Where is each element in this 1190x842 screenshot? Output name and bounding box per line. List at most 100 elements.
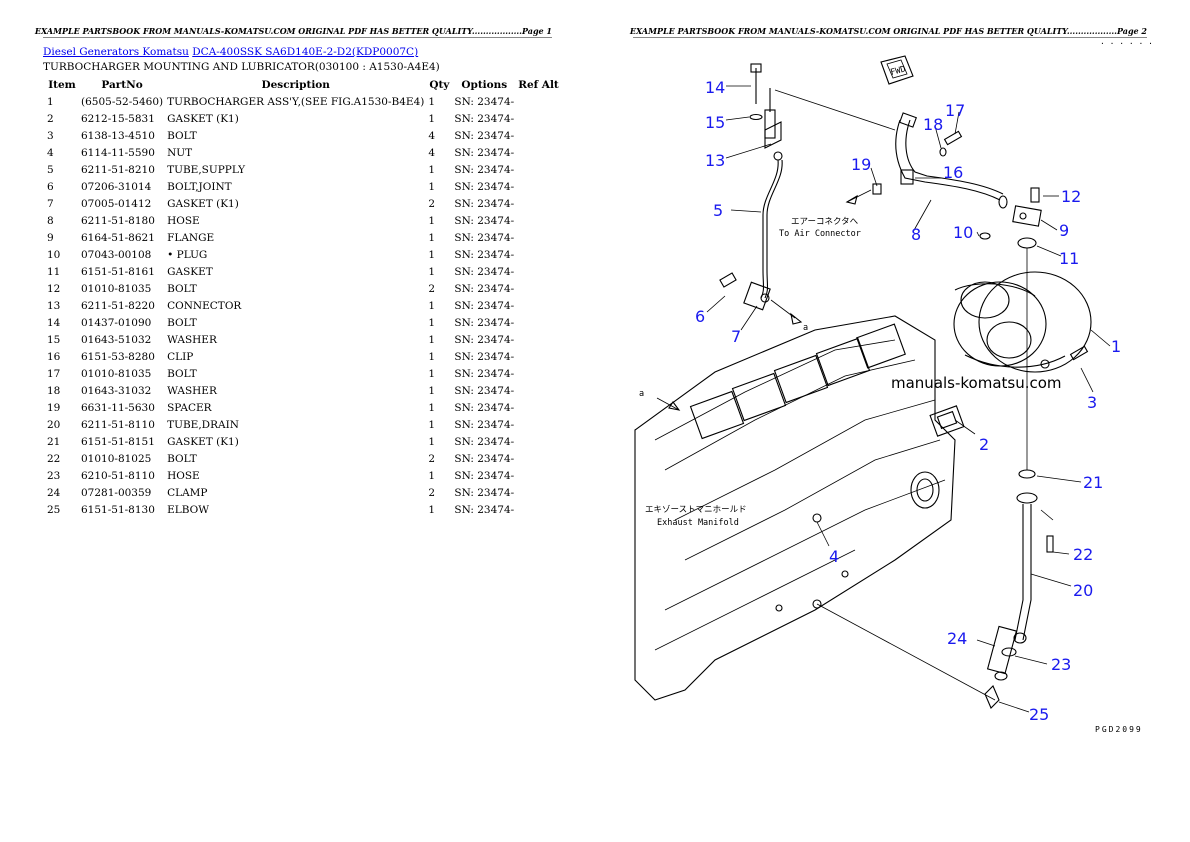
table-header-row: Item PartNo Description Qty Options Ref … bbox=[43, 77, 561, 93]
header-dots: · · · · · · bbox=[1100, 39, 1153, 48]
cell-item: 11 bbox=[47, 265, 61, 278]
callout-18: 18 bbox=[923, 115, 943, 134]
cell-item: 20 bbox=[47, 418, 61, 431]
callout-16: 16 bbox=[943, 163, 963, 182]
cell-options: SN: 23474- bbox=[454, 401, 515, 414]
callout-20: 20 bbox=[1073, 581, 1093, 600]
cell-item: 18 bbox=[47, 384, 61, 397]
exhaust-manifold-jp-label: エキゾーストマニホールド bbox=[645, 505, 747, 515]
cell-qty: 1 bbox=[428, 316, 436, 329]
cell-qty: 2 bbox=[428, 197, 436, 210]
turbocharger bbox=[953, 271, 1111, 373]
cell-options: SN: 23474- bbox=[454, 435, 515, 448]
connector-assembly bbox=[749, 63, 896, 161]
cell-item: 19 bbox=[47, 401, 61, 414]
cell-partno: 6210-51-8110 bbox=[81, 469, 155, 482]
col-item: Item bbox=[48, 79, 76, 91]
callout-5: 5 bbox=[713, 201, 723, 220]
air-connector-en-label: To Air Connector bbox=[779, 229, 861, 239]
cell-partno: 6212-15-5831 bbox=[81, 112, 155, 125]
breadcrumb-link-model[interactable]: DCA-400SSK SA6D140E-2-D2(KDP0007C) bbox=[192, 46, 419, 58]
cell-qty: 1 bbox=[428, 265, 436, 278]
cell-refalt bbox=[516, 263, 561, 280]
cell-item: 21 bbox=[47, 435, 61, 448]
cell-options: SN: 23474- bbox=[454, 248, 515, 261]
cell-description: TUBE,SUPPLY bbox=[167, 163, 246, 176]
section-title: TURBOCHARGER MOUNTING AND LUBRICATOR(030… bbox=[43, 61, 440, 73]
cell-item: 10 bbox=[47, 248, 61, 261]
cell-refalt bbox=[516, 484, 561, 501]
cell-refalt bbox=[516, 297, 561, 314]
cell-qty: 1 bbox=[428, 435, 436, 448]
cell-options: SN: 23474- bbox=[454, 418, 515, 431]
cell-description: HOSE bbox=[167, 214, 200, 227]
cell-partno: 6138-13-4510 bbox=[81, 129, 155, 142]
cell-qty: 1 bbox=[428, 299, 436, 312]
callout-2: 2 bbox=[979, 435, 989, 454]
cell-refalt bbox=[516, 399, 561, 416]
cell-partno: 07281-00359 bbox=[81, 486, 152, 499]
cell-description: HOSE bbox=[167, 469, 200, 482]
supply-tube: a bbox=[719, 159, 808, 333]
cell-description: GASKET (K1) bbox=[167, 197, 239, 210]
cell-partno: (6505-52-5460) bbox=[81, 95, 164, 108]
cell-description: BOLT bbox=[167, 452, 197, 465]
breadcrumb: Diesel Generators Komatsu DCA-400SSK SA6… bbox=[43, 46, 418, 58]
cell-refalt bbox=[516, 365, 561, 382]
cell-refalt bbox=[516, 450, 561, 467]
cell-refalt bbox=[516, 382, 561, 399]
col-refalt: Ref Alt bbox=[518, 79, 559, 91]
cell-partno: 6631-11-5630 bbox=[81, 401, 155, 414]
cell-qty: 1 bbox=[428, 180, 436, 193]
cell-qty: 1 bbox=[428, 350, 436, 363]
cell-qty: 1 bbox=[428, 231, 436, 244]
cell-item: 3 bbox=[47, 129, 54, 142]
exhaust-manifold-en-label: Exhaust Manifold bbox=[657, 518, 739, 528]
callout-11: 11 bbox=[1059, 249, 1079, 268]
col-description: Description bbox=[261, 79, 330, 91]
cell-item: 5 bbox=[47, 163, 54, 176]
page-header: EXAMPLE PARTSBOOK FROM MANUALS-KOMATSU.C… bbox=[629, 26, 1147, 36]
callout-10: 10 bbox=[953, 223, 973, 242]
arrow-a-label: a bbox=[803, 323, 808, 333]
cell-qty: 1 bbox=[428, 503, 436, 516]
cell-qty: 1 bbox=[428, 333, 436, 346]
cell-refalt bbox=[516, 331, 561, 348]
cell-item: 13 bbox=[47, 299, 61, 312]
cell-options: SN: 23474- bbox=[454, 486, 515, 499]
cell-description: GASKET bbox=[167, 265, 213, 278]
cell-qty: 1 bbox=[428, 384, 436, 397]
cell-options: SN: 23474- bbox=[454, 333, 515, 346]
cell-partno: 07005-01412 bbox=[81, 197, 152, 210]
cell-options: SN: 23474- bbox=[454, 231, 515, 244]
header-rule bbox=[633, 37, 1147, 38]
callout-14: 14 bbox=[705, 78, 725, 97]
callout-13: 13 bbox=[705, 151, 725, 170]
cell-description: GASKET (K1) bbox=[167, 435, 239, 448]
cell-description: WASHER bbox=[167, 384, 217, 397]
cell-partno: 6114-11-5590 bbox=[81, 146, 155, 159]
callout-21: 21 bbox=[1083, 473, 1103, 492]
cell-qty: 1 bbox=[428, 469, 436, 482]
cell-qty: 1 bbox=[428, 163, 436, 176]
cell-description: SPACER bbox=[167, 401, 212, 414]
figure-code: PGD2099 bbox=[1095, 725, 1143, 734]
cell-options: SN: 23474- bbox=[454, 265, 515, 278]
cell-description: • PLUG bbox=[167, 248, 208, 261]
cell-qty: 1 bbox=[428, 401, 436, 414]
callout-9: 9 bbox=[1059, 221, 1069, 240]
callout-19: 19 bbox=[851, 155, 871, 174]
cell-description: CLIP bbox=[167, 350, 194, 363]
cell-refalt bbox=[516, 195, 561, 212]
breadcrumb-link-category[interactable]: Diesel Generators Komatsu bbox=[43, 46, 189, 58]
air-connector-jp-label: エアーコネクタへ bbox=[791, 217, 859, 227]
cell-partno: 01643-31032 bbox=[81, 384, 152, 397]
